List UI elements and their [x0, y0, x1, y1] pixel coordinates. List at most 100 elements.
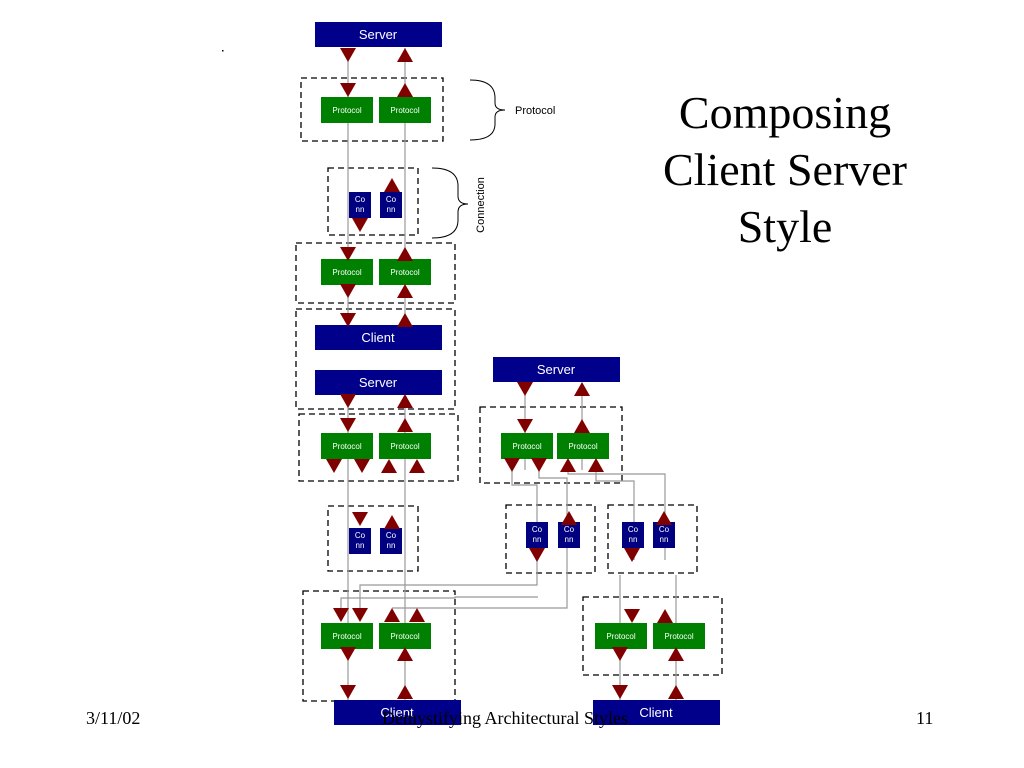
protocol-bracket [469, 79, 506, 141]
right-conn-1-label-line-1: Co [532, 525, 543, 534]
title-line-2: Client Server [663, 144, 907, 195]
right-protocol-2 [557, 433, 609, 459]
top-conn-1-label-line-1: Co [355, 195, 366, 204]
right-conn-3 [622, 522, 644, 548]
top-protocol-1 [321, 97, 373, 123]
right-protocol-3-label: Protocol [606, 632, 636, 641]
up-arrow-icon [560, 458, 576, 472]
left-conn-2-label-line-2: nn [387, 541, 396, 550]
down-arrow-icon [326, 459, 342, 473]
footer-title: Demystifying Architectural Styles [382, 708, 628, 728]
right-conn-1 [526, 522, 548, 548]
top-server-box [315, 22, 442, 47]
right-conn-3-label-line-2: nn [629, 535, 638, 544]
top-conn-2-label-line-1: Co [386, 195, 397, 204]
right-conn-2-label-line-2: nn [565, 535, 574, 544]
down-arrow-icon [529, 548, 545, 562]
protocol-annotation: Protocol [515, 105, 555, 117]
right-protocol-3 [595, 623, 647, 649]
down-arrow-icon [612, 685, 628, 699]
down-arrow-icon [612, 647, 628, 661]
up-arrow-icon [397, 83, 413, 97]
down-arrow-icon [624, 548, 640, 562]
down-arrow-icon [340, 394, 356, 408]
left-server-label: Server [359, 375, 398, 390]
connector-line [359, 560, 538, 608]
down-arrow-icon [340, 647, 356, 661]
left-protocol-2 [379, 433, 431, 459]
left-protocol-2-label: Protocol [390, 442, 420, 451]
up-arrow-icon [381, 459, 397, 473]
up-arrow-icon [384, 178, 400, 192]
dashed-group-outline [582, 596, 723, 676]
up-arrow-icon [397, 284, 413, 298]
down-arrow-icon [340, 418, 356, 432]
right-conn-4-label-line-2: nn [660, 535, 669, 544]
top-protocol-3-label: Protocol [332, 268, 362, 277]
left-protocol-4-label: Protocol [390, 632, 420, 641]
top-protocol-4-label: Protocol [390, 268, 420, 277]
left-protocol-4 [379, 623, 431, 649]
down-arrow-icon [624, 609, 640, 623]
right-server-label: Server [537, 362, 576, 377]
down-arrow-icon [352, 512, 368, 526]
top-conn-2 [380, 192, 402, 218]
up-arrow-icon [657, 609, 673, 623]
down-arrow-icon [340, 313, 356, 327]
connection-bracket [431, 167, 469, 239]
down-arrow-icon [340, 83, 356, 97]
down-arrow-icon [354, 459, 370, 473]
dashed-group-outline [479, 406, 623, 484]
up-arrow-icon [574, 382, 590, 396]
up-arrow-icon [656, 511, 672, 525]
top-conn-1 [349, 192, 371, 218]
down-arrow-icon [517, 382, 533, 396]
arrow-heads [326, 48, 684, 699]
down-arrow-icon [504, 458, 520, 472]
connector-line [392, 560, 568, 609]
right-protocol-4 [653, 623, 705, 649]
up-arrow-icon [397, 685, 413, 699]
left-conn-1-label-line-1: Co [355, 531, 366, 540]
right-conn-1-label-line-2: nn [533, 535, 542, 544]
right-conn-2 [558, 522, 580, 548]
up-arrow-icon [409, 608, 425, 622]
dashed-group-outline [295, 242, 456, 304]
down-arrow-icon [352, 218, 368, 232]
dashed-group-outline [300, 77, 444, 142]
down-arrow-icon [340, 685, 356, 699]
left-protocol-3 [321, 623, 373, 649]
top-client-box [315, 325, 442, 350]
up-arrow-icon [397, 418, 413, 432]
slide-title: Composing Client Server Style [630, 84, 940, 255]
right-protocol-1-label: Protocol [512, 442, 542, 451]
dashed-group-outline [302, 590, 456, 702]
down-arrow-icon [333, 608, 349, 622]
left-protocol-1 [321, 433, 373, 459]
title-line-1: Composing [678, 87, 892, 138]
left-client-label: Client [380, 705, 414, 720]
left-client-box [334, 700, 461, 725]
dashed-group-outline [607, 504, 698, 574]
top-protocol-2 [379, 97, 431, 123]
dashed-group-outline [327, 167, 419, 236]
left-conn-1 [349, 528, 371, 554]
top-conn-2-label-line-2: nn [387, 205, 396, 214]
up-arrow-icon [397, 247, 413, 261]
right-protocol-4-label: Protocol [664, 632, 694, 641]
footer-page-number: 11 [916, 708, 934, 728]
left-protocol-1-label: Protocol [332, 442, 362, 451]
connector-line [340, 596, 538, 608]
up-arrow-icon [384, 515, 400, 529]
left-conn-1-label-line-2: nn [356, 541, 365, 550]
dashed-group-outline [505, 504, 596, 574]
right-client-box [593, 700, 720, 725]
down-arrow-icon [517, 419, 533, 433]
up-arrow-icon [561, 511, 577, 525]
down-arrow-icon [340, 247, 356, 261]
right-conn-4-label-line-1: Co [659, 525, 670, 534]
dashed-group-outline [327, 505, 419, 572]
right-client-label: Client [639, 705, 673, 720]
